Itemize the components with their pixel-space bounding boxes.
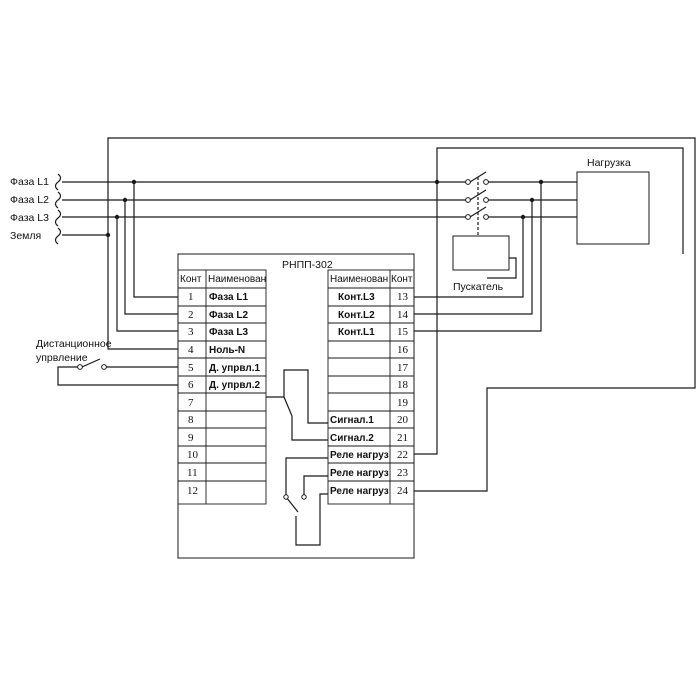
left-row-name: Фаза L2 bbox=[209, 310, 249, 321]
left-row-num: 1 bbox=[188, 291, 194, 303]
left-row-num: 5 bbox=[188, 362, 194, 374]
remote-control-label-line2: упрвление bbox=[36, 352, 88, 364]
right-row-num: 21 bbox=[397, 432, 408, 444]
left-row-name: Фаза L1 bbox=[209, 292, 249, 303]
contactor-contacts bbox=[465, 171, 489, 236]
starter-coil-box bbox=[452, 235, 510, 271]
right-row-name: Сигнал.2 bbox=[330, 433, 374, 444]
right-row-num: 17 bbox=[397, 362, 409, 374]
left-row-num: 12 bbox=[187, 485, 198, 497]
left-row-num: 4 bbox=[188, 344, 194, 356]
left-row-name: Д. упрвл.2 bbox=[209, 380, 261, 391]
device-title: РНПП-302 bbox=[282, 259, 333, 271]
contact-monitor-wires bbox=[414, 182, 542, 332]
right-row-name: Конт.L1 bbox=[338, 327, 375, 338]
right-header-name: Наименован bbox=[330, 274, 388, 285]
right-header-contact: Конт bbox=[391, 274, 413, 285]
phase-l2-label: Фаза L2 bbox=[10, 194, 49, 206]
phase-l1-label: Фаза L1 bbox=[10, 176, 49, 188]
remote-control-label-line1: Дистанционное bbox=[36, 338, 112, 350]
right-row-num: 23 bbox=[397, 467, 409, 479]
left-row-name: Ноль-N bbox=[209, 345, 245, 356]
internal-signal-relay bbox=[266, 369, 328, 441]
left-row-num: 11 bbox=[187, 467, 198, 479]
left-rows: 1 Фаза L1 2 Фаза L2 3 Фаза L3 4 Ноль-N 5… bbox=[187, 291, 261, 497]
left-row-num: 7 bbox=[188, 397, 194, 409]
remote-control-switch bbox=[57, 358, 178, 386]
left-row-num: 2 bbox=[188, 309, 194, 321]
internal-load-relay bbox=[283, 457, 328, 546]
right-row-num: 19 bbox=[397, 397, 409, 409]
starter-coil-wires bbox=[414, 147, 684, 455]
right-row-num: 22 bbox=[397, 449, 408, 461]
right-terminal-table bbox=[327, 269, 415, 505]
right-row-name: Реле нагруз bbox=[330, 468, 389, 479]
left-row-num: 8 bbox=[188, 414, 194, 426]
starter-label: Пускатель bbox=[453, 281, 504, 293]
right-row-num: 18 bbox=[397, 379, 409, 391]
device-body bbox=[177, 253, 415, 559]
left-row-name: Д. упрвл.1 bbox=[209, 363, 261, 374]
input-break-symbols bbox=[54, 173, 62, 245]
right-rows: Конт.L3 13 Конт.L2 14 Конт.L1 15 16 17 1… bbox=[330, 291, 409, 497]
left-header-contact: Конт bbox=[180, 274, 202, 285]
right-row-name: Реле нагруз bbox=[330, 486, 389, 497]
right-row-name: Конт.L3 bbox=[338, 292, 375, 303]
right-row-name: Конт.L2 bbox=[338, 310, 375, 321]
phase-l3-label: Фаза L3 bbox=[10, 212, 49, 224]
left-row-num: 6 bbox=[188, 379, 194, 391]
left-row-num: 3 bbox=[188, 326, 194, 338]
right-row-name: Реле нагруз bbox=[330, 450, 389, 461]
left-row-num: 10 bbox=[187, 449, 199, 461]
right-row-num: 14 bbox=[397, 309, 409, 321]
right-row-num: 13 bbox=[397, 291, 409, 303]
input-to-device-wires bbox=[107, 182, 178, 350]
right-row-num: 24 bbox=[397, 485, 409, 497]
outer-loop-wire bbox=[107, 137, 696, 492]
ground-label: Земля bbox=[10, 230, 41, 242]
left-header-name: Наименован bbox=[208, 274, 266, 285]
right-row-num: 15 bbox=[397, 326, 409, 338]
left-row-num: 9 bbox=[188, 432, 194, 444]
left-terminal-table bbox=[177, 269, 267, 505]
left-row-name: Фаза L3 bbox=[209, 327, 249, 338]
load-box bbox=[576, 171, 650, 245]
load-label: Нагрузка bbox=[587, 157, 631, 169]
right-row-name: Сигнал.1 bbox=[330, 415, 374, 426]
right-row-num: 16 bbox=[397, 344, 409, 356]
right-row-num: 20 bbox=[397, 414, 409, 426]
phase-bus-lines bbox=[62, 181, 577, 236]
